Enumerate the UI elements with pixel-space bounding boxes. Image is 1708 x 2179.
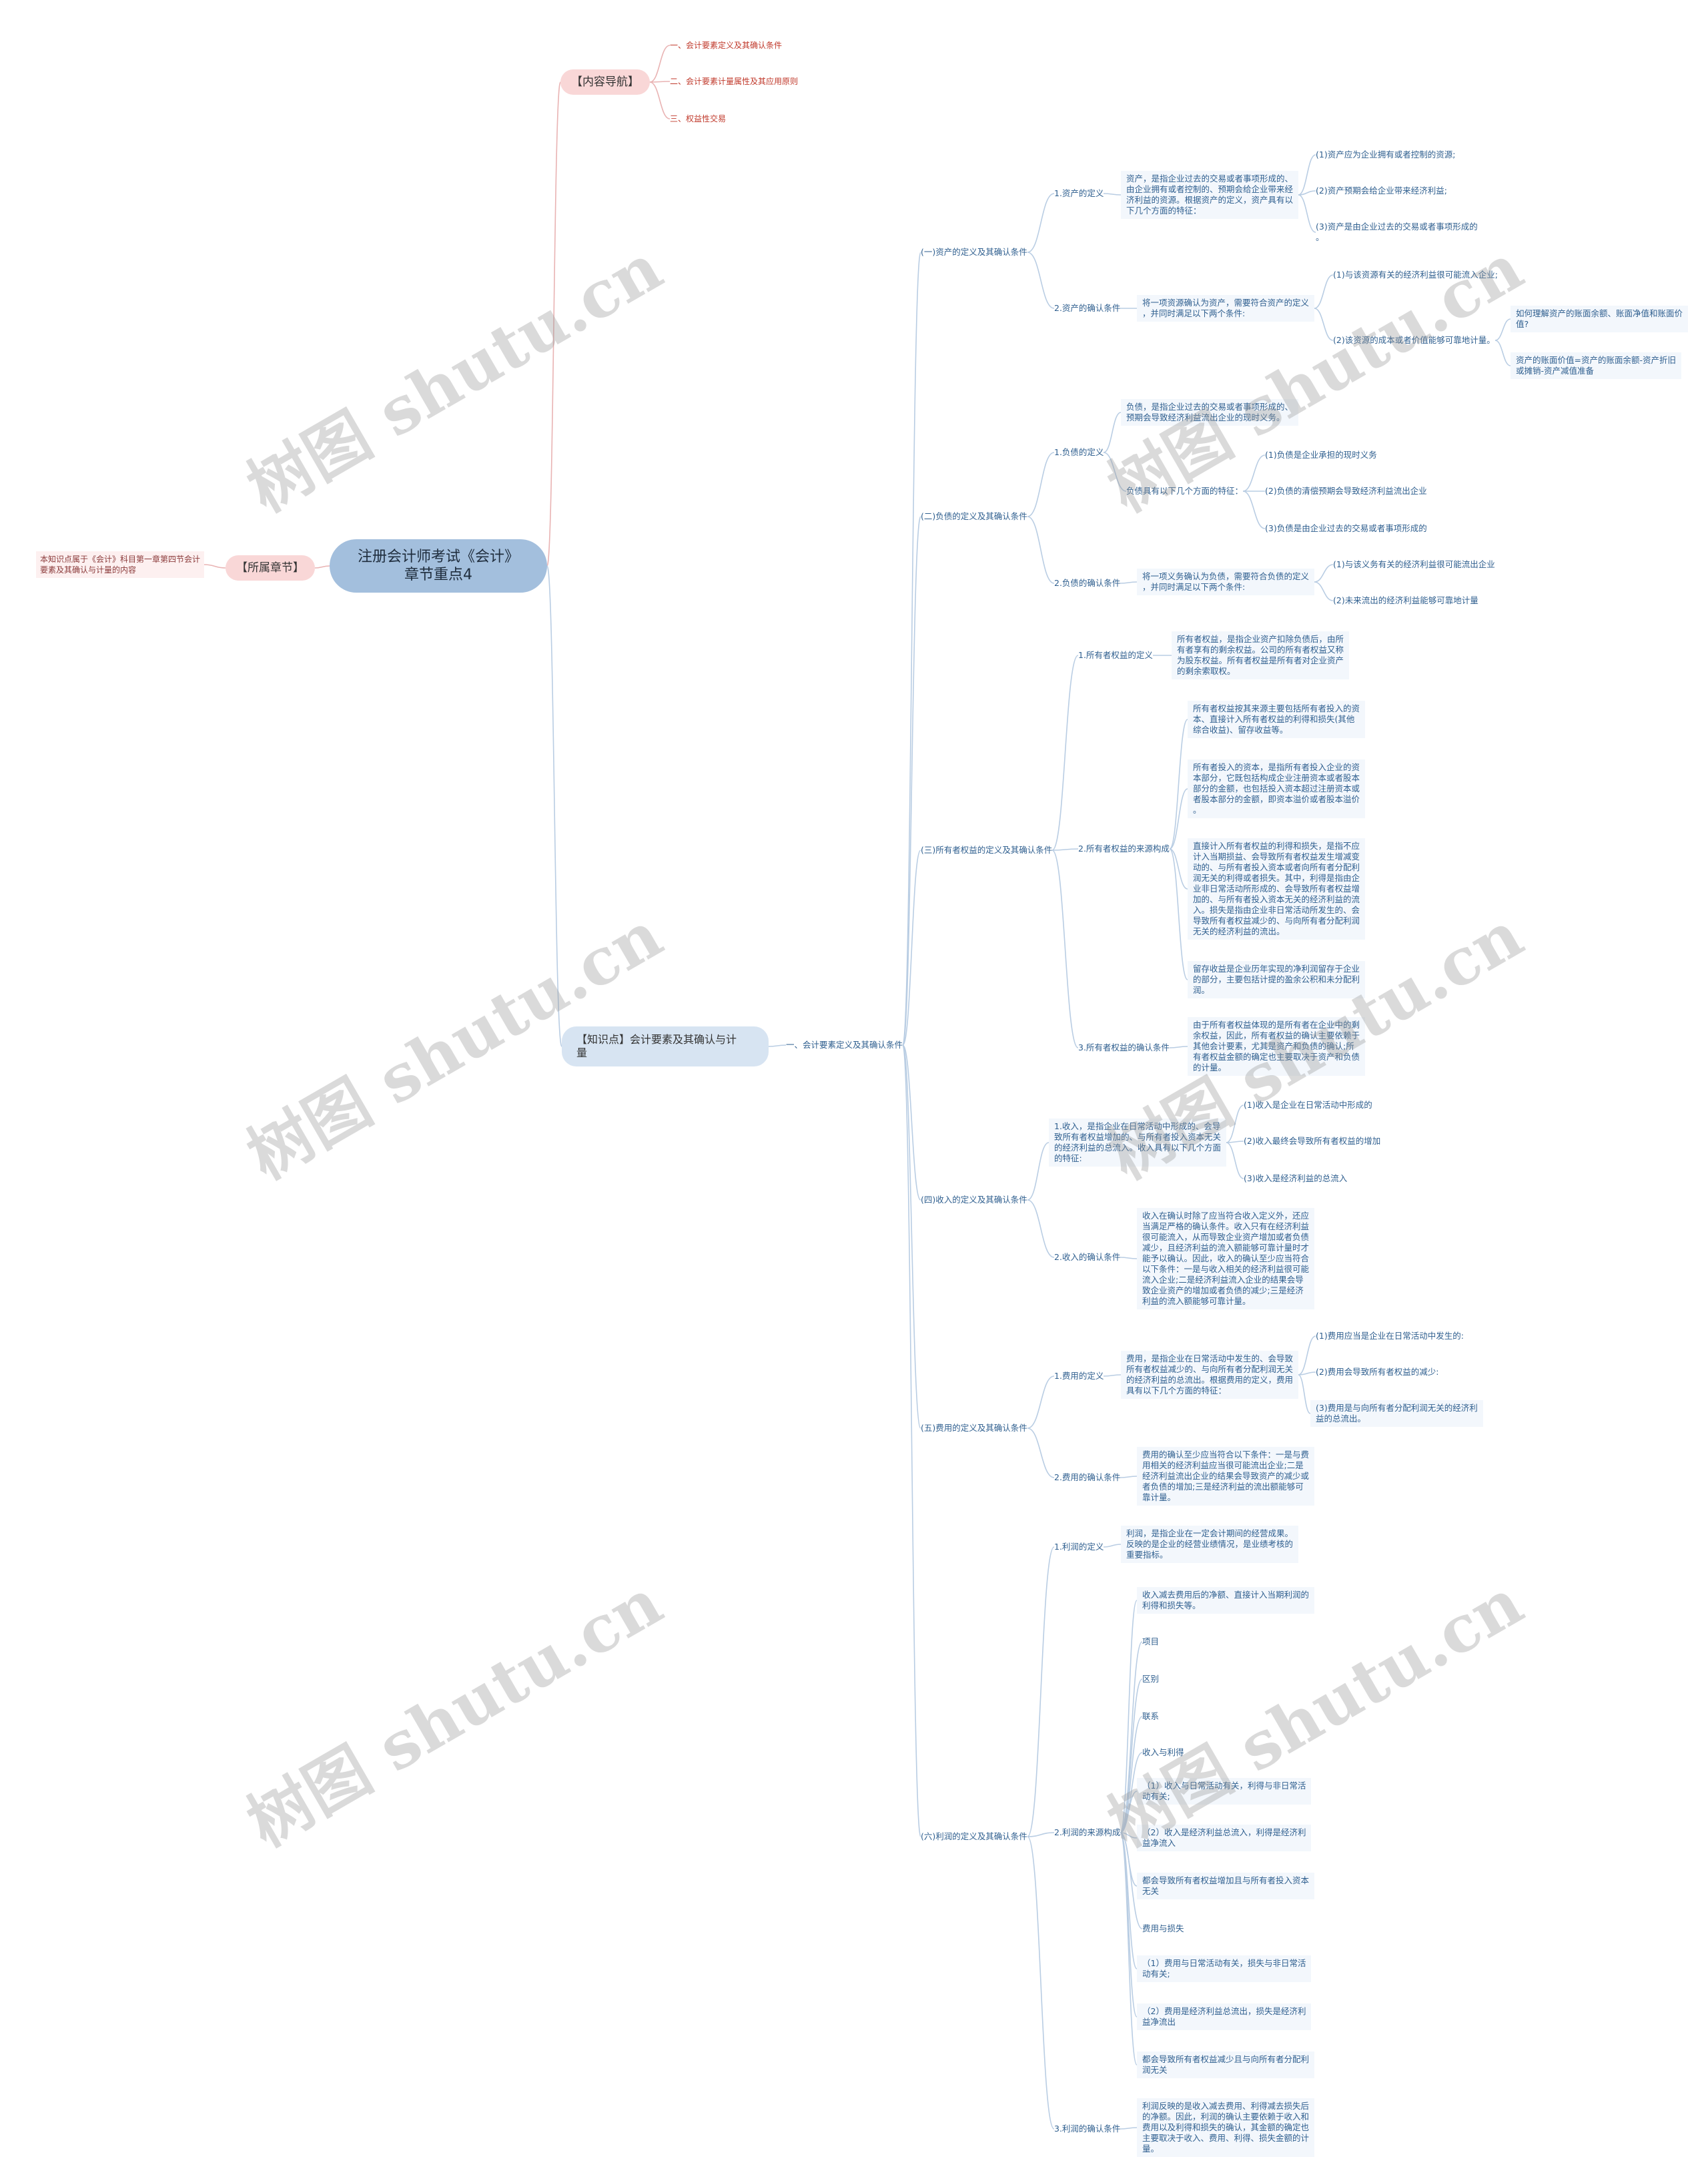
- profit-def-text[interactable]: 利润，是指企业在一定会计期间的经营成果。 反映的是企业的经营业绩情况，是业绩考核…: [1121, 1526, 1299, 1563]
- content-nav-node[interactable]: 【内容导航】: [560, 69, 650, 95]
- chapter-note[interactable]: 本知识点属于《会计》科目第一章第四节会计 要素及其确认与计量的内容: [36, 551, 205, 578]
- expense-def-label[interactable]: 1.费用的定义: [1054, 1371, 1104, 1381]
- revenue-feature-2[interactable]: (2)收入最终会导致所有者权益的增加: [1244, 1136, 1381, 1146]
- profit-def-label[interactable]: 1.利润的定义: [1054, 1542, 1104, 1552]
- liability-feature-3[interactable]: (3)负债是由企业过去的交易或者事项形成的: [1265, 523, 1427, 533]
- asset-feature-2[interactable]: (2)资产预期会给企业带来经济利益;: [1316, 186, 1447, 196]
- expense-def-text[interactable]: 费用，是指企业在日常活动中发生的、会导致 所有者权益减少的、与向所有者分配利润无…: [1121, 1351, 1299, 1399]
- profit-cond-text[interactable]: 利润反映的是收入减去费用、利得减去损失后 的净额。因此，利润的确认主要依赖于收入…: [1137, 2098, 1315, 2157]
- liability-group[interactable]: (二)负债的定义及其确认条件: [921, 511, 1027, 521]
- profit-cond-label[interactable]: 3.利润的确认条件: [1054, 2124, 1121, 2134]
- revenue-group[interactable]: (四)收入的定义及其确认条件: [921, 1195, 1027, 1205]
- equity-source-label[interactable]: 2.所有者权益的来源构成: [1078, 844, 1170, 854]
- asset-cond-label[interactable]: 2.资产的确认条件: [1054, 303, 1121, 313]
- expense-group[interactable]: (五)费用的定义及其确认条件: [921, 1423, 1027, 1433]
- knowledge-node[interactable]: 【知识点】会计要素及其确认与计 量: [562, 1026, 769, 1066]
- asset-cond-1[interactable]: (1)与该资源有关的经济利益很可能流入企业;: [1333, 270, 1498, 280]
- profit-source-5[interactable]: 收入与利得: [1142, 1747, 1184, 1757]
- profit-source-12[interactable]: 都会导致所有者权益减少且与向所有者分配利 润无关: [1137, 2052, 1315, 2078]
- revenue-feature-1[interactable]: (1)收入是企业在日常活动中形成的: [1244, 1100, 1372, 1110]
- profit-source-7[interactable]: （2）收入是经济利益总流入，利得是经济利 益净流入: [1137, 1825, 1312, 1851]
- profit-source-11[interactable]: （2）费用是经济利益总流出，损失是经济利 益净流出: [1137, 2003, 1312, 2030]
- equity-source-1[interactable]: 所有者权益按其来源主要包括所有者投入的资 本、直接计入所有者权益的利得和损失(其…: [1188, 701, 1366, 738]
- expense-feature-2[interactable]: (2)费用会导致所有者权益的减少:: [1316, 1367, 1439, 1377]
- profit-source-2[interactable]: 项目: [1142, 1636, 1160, 1646]
- asset-cond-2[interactable]: (2)该资源的成本或者价值能够可靠地计量。: [1333, 335, 1495, 345]
- profit-source-4[interactable]: 联系: [1142, 1711, 1160, 1721]
- equity-group[interactable]: (三)所有者权益的定义及其确认条件: [921, 845, 1053, 855]
- equity-source-2[interactable]: 所有者投入的资本，是指所有者投入企业的资 本部分，它既包括构成企业注册资本或者股…: [1188, 759, 1366, 818]
- equity-cond-label[interactable]: 3.所有者权益的确认条件: [1078, 1042, 1170, 1052]
- root-topic[interactable]: 注册会计师考试《会计》 章节重点4: [330, 539, 547, 593]
- asset-def-text[interactable]: 资产，是指企业过去的交易或者事项形成的、 由企业拥有或者控制的、预期会给企业带来…: [1121, 171, 1299, 219]
- profit-source-8[interactable]: 都会导致所有者权益增加且与所有者投入资本 无关: [1137, 1873, 1315, 1899]
- liability-cond-label[interactable]: 2.负债的确认条件: [1054, 578, 1121, 588]
- expense-feature-3[interactable]: (3)费用是与向所有者分配利润无关的经济利 益的总流出。: [1310, 1400, 1483, 1427]
- profit-source-9[interactable]: 费用与损失: [1142, 1923, 1184, 1933]
- asset-extra-1[interactable]: 如何理解资产的账面余额、账面净值和账面价 值?: [1511, 306, 1689, 332]
- expense-feature-1[interactable]: (1)费用应当是企业在日常活动中发生的:: [1316, 1331, 1464, 1341]
- expense-cond-text[interactable]: 费用的确认至少应当符合以下条件：一是与费 用相关的经济利益应当很可能流出企业;二…: [1137, 1447, 1315, 1506]
- liability-cond-2[interactable]: (2)未来流出的经济利益能够可靠地计量: [1333, 595, 1478, 605]
- profit-source-3[interactable]: 区别: [1142, 1674, 1160, 1684]
- asset-extra-2[interactable]: 资产的账面价值=资产的账面余额-资产折旧 或摊销-资产减值准备: [1511, 352, 1681, 379]
- equity-source-3[interactable]: 直接计入所有者权益的利得和损失，是指不应 计入当期损益、会导致所有者权益发生增减…: [1188, 838, 1366, 940]
- nav-item-3[interactable]: 三、权益性交易: [670, 114, 727, 123]
- nav-item-2[interactable]: 二、会计要素计量属性及其应用原则: [670, 77, 799, 86]
- asset-def-label[interactable]: 1.资产的定义: [1054, 188, 1104, 198]
- liability-def-text[interactable]: 负债，是指企业过去的交易或者事项形成的、 预期会导致经济利益流出企业的现时义务。: [1121, 399, 1299, 426]
- nav-item-1[interactable]: 一、会计要素定义及其确认条件: [670, 41, 783, 50]
- asset-feature-1[interactable]: (1)资产应为企业拥有或者控制的资源;: [1316, 149, 1456, 160]
- profit-source-label[interactable]: 2.利润的来源构成: [1054, 1827, 1121, 1837]
- equity-source-4[interactable]: 留存收益是企业历年实现的净利润留存于企业 的部分，主要包括计提的盈余公积和未分配…: [1188, 961, 1366, 998]
- asset-group[interactable]: (一)资产的定义及其确认条件: [921, 247, 1027, 257]
- profit-source-10[interactable]: （1）费用与日常活动有关，损失与非日常活 动有关;: [1137, 1955, 1312, 1982]
- liability-feature-1[interactable]: (1)负债是企业承担的现时义务: [1265, 450, 1377, 460]
- liability-def-label[interactable]: 1.负债的定义: [1054, 447, 1104, 457]
- equity-cond-text[interactable]: 由于所有者权益体现的是所有者在企业中的剩 余权益，因此，所有者权益的确认主要依赖…: [1188, 1017, 1366, 1076]
- liability-cond-text[interactable]: 将一项义务确认为负债，需要符合负债的定义 ，并同时满足以下两个条件:: [1137, 569, 1315, 595]
- equity-def-text[interactable]: 所有者权益，是指企业资产扣除负债后，由所 有者享有的剩余权益。公司的所有者权益又…: [1172, 631, 1350, 679]
- profit-group[interactable]: (六)利润的定义及其确认条件: [921, 1831, 1027, 1841]
- section-node[interactable]: 一、会计要素定义及其确认条件: [786, 1040, 903, 1050]
- expense-cond-label[interactable]: 2.费用的确认条件: [1054, 1472, 1121, 1482]
- revenue-def[interactable]: 1.收入，是指企业在日常活动中形成的、会导 致所有者权益增加的、与所有者投入资本…: [1049, 1119, 1227, 1167]
- profit-source-6[interactable]: （1）收入与日常活动有关，利得与非日常活 动有关;: [1137, 1778, 1312, 1805]
- equity-def-label[interactable]: 1.所有者权益的定义: [1078, 650, 1153, 660]
- liability-cond-1[interactable]: (1)与该义务有关的经济利益很可能流出企业: [1333, 559, 1495, 569]
- revenue-cond-text[interactable]: 收入在确认时除了应当符合收入定义外，还应 当满足严格的确认条件。收入只有在经济利…: [1137, 1208, 1315, 1309]
- revenue-cond-label[interactable]: 2.收入的确认条件: [1054, 1252, 1121, 1262]
- profit-source-1[interactable]: 收入减去费用后的净额、直接计入当期利润的 利得和损失等。: [1137, 1587, 1315, 1614]
- liability-feature-2[interactable]: (2)负债的清偿预期会导致经济利益流出企业: [1265, 486, 1427, 496]
- asset-cond-text[interactable]: 将一项资源确认为资产，需要符合资产的定义 ，并同时满足以下两个条件:: [1137, 295, 1315, 322]
- chapter-node[interactable]: 【所属章节】: [226, 555, 315, 581]
- revenue-feature-3[interactable]: (3)收入是经济利益的总流入: [1244, 1173, 1348, 1183]
- asset-feature-3[interactable]: (3)资产是由企业过去的交易或者事项形成的 。: [1316, 222, 1478, 242]
- liability-feature-label[interactable]: 负债具有以下几个方面的特征：: [1126, 486, 1244, 496]
